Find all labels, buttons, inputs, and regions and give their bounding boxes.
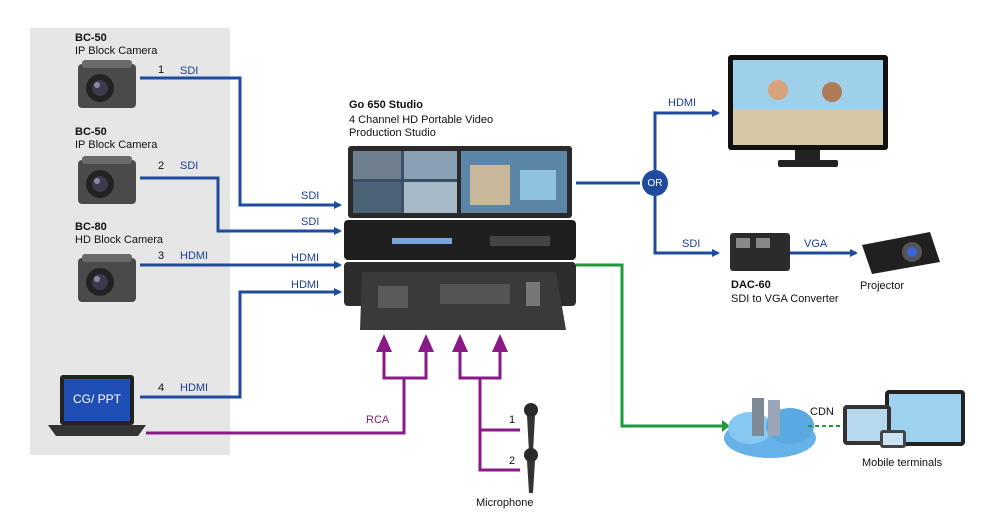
camera-2-desc: IP Block Camera [75,139,158,151]
laptop-num: 4 [158,382,165,394]
projector-icon [862,232,940,274]
microphone-icon-2 [524,448,538,493]
microphone-icon-1 [524,403,538,452]
camera-1-model: BC-50 [75,32,107,44]
mic-2-num: 2 [509,455,516,467]
camera-3-desc: HD Block Camera [75,234,164,246]
camera-2-num: 2 [158,160,165,172]
studio-device [344,146,576,330]
or-node [642,170,668,196]
rca-label: RCA [366,414,390,426]
camera-2-model: BC-50 [75,126,107,138]
camera-1-desc: IP Block Camera [75,45,158,57]
cloud-icon [724,398,816,458]
studio-title: Go 650 Studio [349,99,423,111]
input-2-label: SDI [301,216,320,228]
camera-1-signal: SDI [180,65,199,77]
mobile-devices-icon [843,390,965,448]
camera-icon-1 [78,60,136,108]
studio-subtitle-2: Production Studio [349,127,436,139]
camera-icon-2 [78,156,136,204]
studio-subtitle-1: 4 Channel HD Portable Video [349,114,494,126]
laptop-signal: HDMI [180,382,209,394]
input-3-label: HDMI [291,252,320,264]
line-network [576,263,722,428]
or-label: OR [647,178,663,189]
mobile-terminals-label: Mobile terminals [862,457,943,469]
converter-icon [730,233,790,271]
converter-model: DAC-60 [731,279,771,291]
cdn-label: CDN [810,406,834,418]
output-sdi-label: SDI [682,238,701,250]
line-cam1 [140,76,342,209]
laptop-icon [48,375,146,436]
monitor-icon [728,55,888,167]
input-1-label: SDI [301,190,320,202]
camera-3-signal: HDMI [180,250,209,262]
output-vga-label: VGA [804,238,828,250]
input-4-label: HDMI [291,279,320,291]
mic-1-num: 1 [509,414,516,426]
camera-3-num: 3 [158,250,165,262]
output-hdmi-label: HDMI [668,97,697,109]
camera-2-signal: SDI [180,160,199,172]
projector-label: Projector [860,280,905,292]
camera-1-num: 1 [158,64,165,76]
line-rca [146,378,406,435]
line-laptop [140,288,342,399]
camera-3-model: BC-80 [75,221,107,233]
line-to-converter [653,196,720,257]
line-to-monitor [653,109,720,170]
microphone-label: Microphone [476,497,534,509]
camera-icon-3 [78,254,136,302]
laptop-screen-text: CG/ PPT [72,392,121,406]
converter-desc: SDI to VGA Converter [731,293,839,305]
line-cam2 [140,176,342,235]
